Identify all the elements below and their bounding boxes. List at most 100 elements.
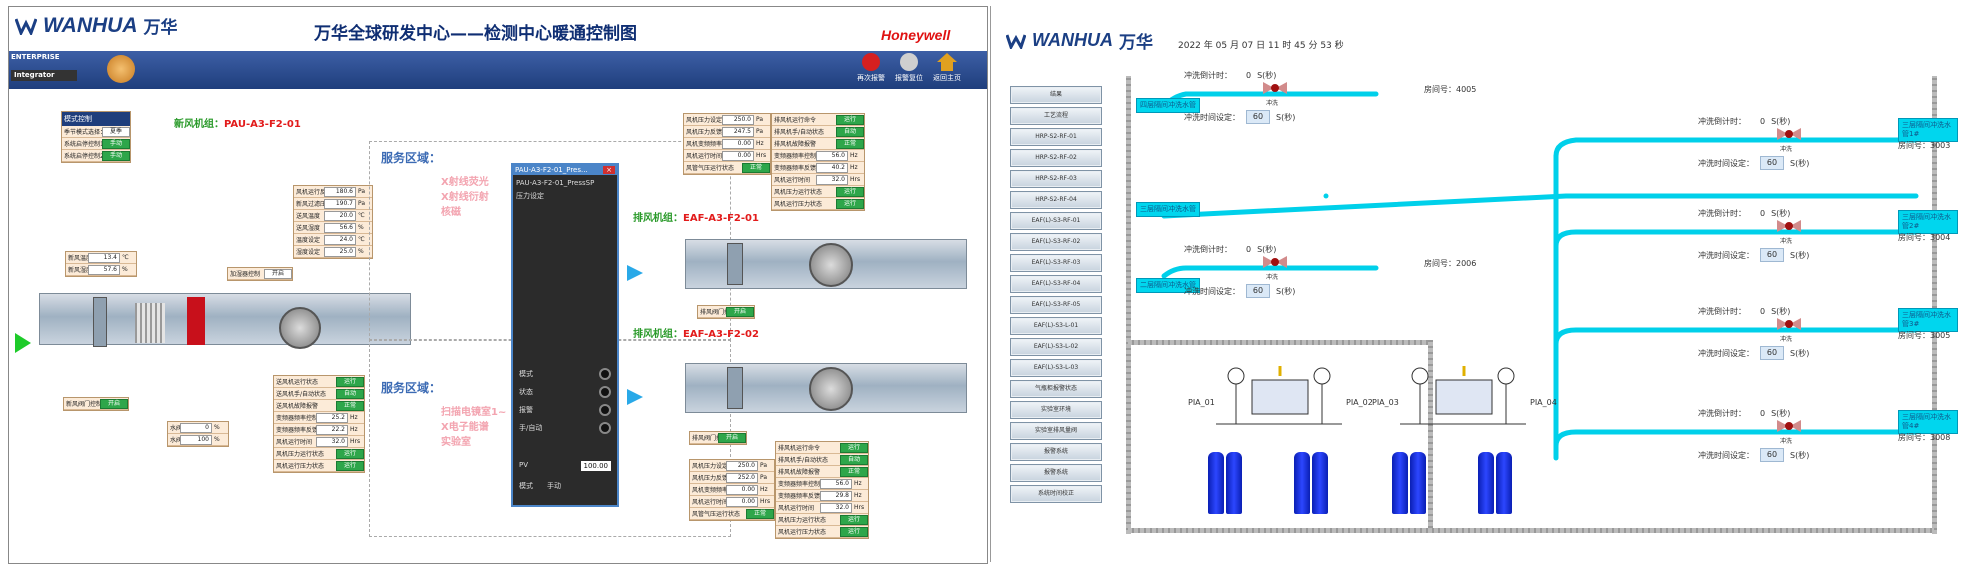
status-indicator[interactable]: 运行 — [836, 186, 864, 197]
flush-valve-icon[interactable] — [1776, 316, 1802, 332]
flush-valve-icon[interactable] — [1776, 418, 1802, 434]
nav-button[interactable]: HRP-S2-RF-04 — [1010, 191, 1102, 209]
status-label: 排风机手/自动状态 — [778, 457, 829, 464]
nav-button[interactable]: EAF(L)-S3-L-01 — [1010, 317, 1102, 335]
flush-valve-icon[interactable] — [1262, 80, 1288, 96]
wanhua-logo: WANHUA 万华 — [15, 13, 178, 38]
flush-time-input[interactable]: 60 — [1760, 346, 1784, 360]
flush-valve-icon[interactable] — [1262, 254, 1288, 270]
status-unit: Hz — [854, 480, 862, 487]
exhaust-2-damper-icon — [727, 367, 743, 409]
humidifier-row: 加湿器控制开启 — [228, 268, 292, 280]
popup-row-label: 模式 — [519, 370, 533, 378]
countdown-label: 冲洗倒计时： — [1698, 117, 1746, 126]
status-row: 排风机故障报警正常 — [772, 138, 864, 150]
system-ctrl-1-toggle[interactable]: 手动 — [102, 138, 130, 149]
status-label: 风机运行时间 — [778, 505, 815, 512]
nav-button[interactable]: HRP-S2-RF-02 — [1010, 149, 1102, 167]
status-indicator[interactable]: 正常 — [836, 138, 864, 149]
nav-button[interactable]: 报警系统 — [1010, 464, 1102, 482]
fresh-air-unit-title: 新风机组：PAU-A3-F2-01 — [174, 115, 301, 130]
flush-valve-icon[interactable] — [1776, 126, 1802, 142]
countdown-value: 0 — [1760, 409, 1766, 418]
flush-time-input[interactable]: 60 — [1760, 248, 1784, 262]
status-indicator[interactable]: 运行 — [840, 514, 868, 525]
popup-knob-icon[interactable] — [599, 422, 611, 434]
status-indicator[interactable]: 运行 — [836, 114, 864, 125]
nav-button[interactable]: EAF(L)-S3-RF-04 — [1010, 275, 1102, 293]
nav-button[interactable]: EAF(L)-S3-RF-05 — [1010, 296, 1102, 314]
status-value: 57.6 — [88, 264, 120, 275]
flush-time-input[interactable]: 60 — [1760, 156, 1784, 170]
status-indicator[interactable]: 运行 — [836, 198, 864, 209]
exhaust-2-damper-toggle[interactable]: 开启 — [718, 432, 746, 443]
status-indicator[interactable]: 运行 — [336, 460, 364, 471]
status-label: 风机运行反馈 — [296, 189, 324, 196]
fresh-unit-name: PAU-A3-F2-01 — [224, 119, 301, 130]
popup-pv-input[interactable]: 100.00 — [580, 461, 611, 471]
valve-tag: 冲洗 — [1780, 438, 1793, 445]
popup-titlebar: PAU-A3-F2-01_Pres... × — [513, 165, 617, 175]
status-indicator[interactable]: 自动 — [336, 388, 364, 399]
status-label: 变频器频率反馈 — [778, 493, 820, 500]
nav-button[interactable]: EAF(L)-S3-L-02 — [1010, 338, 1102, 356]
nav-button[interactable]: 实验室排风量阀 — [1010, 422, 1102, 440]
status-label: 风机运行压力状态 — [778, 529, 827, 536]
nav-button[interactable]: 报警系统 — [1010, 443, 1102, 461]
status-label: 风机压力设定 — [692, 463, 726, 470]
source-label: 四层隔间冲洗水管 — [1140, 101, 1196, 109]
status-indicator[interactable]: 运行 — [840, 442, 868, 453]
humidifier-toggle[interactable]: 开启 — [264, 268, 292, 279]
flush-valve-icon[interactable] — [1776, 218, 1802, 234]
popup-close-icon[interactable]: × — [603, 166, 615, 174]
nav-button[interactable]: EAF(L)-S3-RF-02 — [1010, 233, 1102, 251]
status-indicator[interactable]: 运行 — [336, 376, 364, 387]
status-indicator[interactable]: 运行 — [840, 526, 868, 537]
alarm-button[interactable]: 再次报警 — [854, 53, 888, 83]
nav-button[interactable]: EAF(L)-S3-RF-01 — [1010, 212, 1102, 230]
flush-time-input[interactable]: 60 — [1760, 448, 1784, 462]
flush-time-input[interactable]: 60 — [1246, 284, 1270, 298]
status-indicator[interactable]: 正常 — [742, 162, 770, 173]
nav-button[interactable]: HRP-S2-RF-03 — [1010, 170, 1102, 188]
season-mode-select[interactable]: 夏季 — [102, 126, 130, 137]
status-indicator[interactable]: 自动 — [836, 126, 864, 137]
nav-button[interactable]: EAF(L)-S3-RF-03 — [1010, 254, 1102, 272]
status-unit: Hrs — [854, 504, 865, 511]
status-indicator[interactable]: 运行 — [336, 448, 364, 459]
status-value: 56.6 — [324, 222, 356, 233]
status-label: 变频器频率反馈 — [276, 427, 316, 434]
exhaust-1-damper-toggle[interactable]: 开启 — [726, 306, 754, 317]
popup-knob-icon[interactable] — [599, 368, 611, 380]
countdown-unit: S(秒) — [1771, 307, 1791, 316]
nav-button[interactable]: HRP-S2-RF-01 — [1010, 128, 1102, 146]
status-indicator[interactable]: 自动 — [840, 454, 868, 465]
nav-button[interactable]: 结果 — [1010, 86, 1102, 104]
nav-button[interactable]: EAF(L)-S3-L-03 — [1010, 359, 1102, 377]
status-row: 风机运行压力状态 运行 — [776, 526, 868, 538]
reset-button[interactable]: 报警复位 — [892, 53, 926, 83]
status-unit: Hrs — [350, 438, 361, 445]
status-indicator[interactable]: 正常 — [746, 508, 774, 519]
pipe-3f-4 — [1553, 429, 1919, 449]
popup-knob-icon[interactable] — [599, 386, 611, 398]
nav-button[interactable]: 系统时间校正 — [1010, 485, 1102, 503]
status-indicator[interactable]: 正常 — [336, 400, 364, 411]
nav-button[interactable]: 气瓶柜报警状态 — [1010, 380, 1102, 398]
popup-knob-icon[interactable] — [599, 404, 611, 416]
status-unit: Hz — [760, 486, 768, 493]
nav-button[interactable]: 实验室环境 — [1010, 401, 1102, 419]
system-ctrl-2-toggle[interactable]: 手动 — [102, 150, 130, 161]
status-indicator[interactable]: 正常 — [840, 466, 868, 477]
home-button[interactable]: 返回主页 — [930, 53, 964, 83]
gas-label: PIA_03 — [1372, 398, 1399, 407]
status-row: 风管气压运行状态正常 — [684, 162, 770, 174]
damper-toggle[interactable]: 开启 — [100, 398, 128, 409]
pressure-setpoint-popup[interactable]: PAU-A3-F2-01_Pres... × PAU-A3-F2-01_Pres… — [511, 163, 619, 507]
nav-button[interactable]: 工艺流程 — [1010, 107, 1102, 125]
flush-time-input[interactable]: 60 — [1246, 110, 1270, 124]
